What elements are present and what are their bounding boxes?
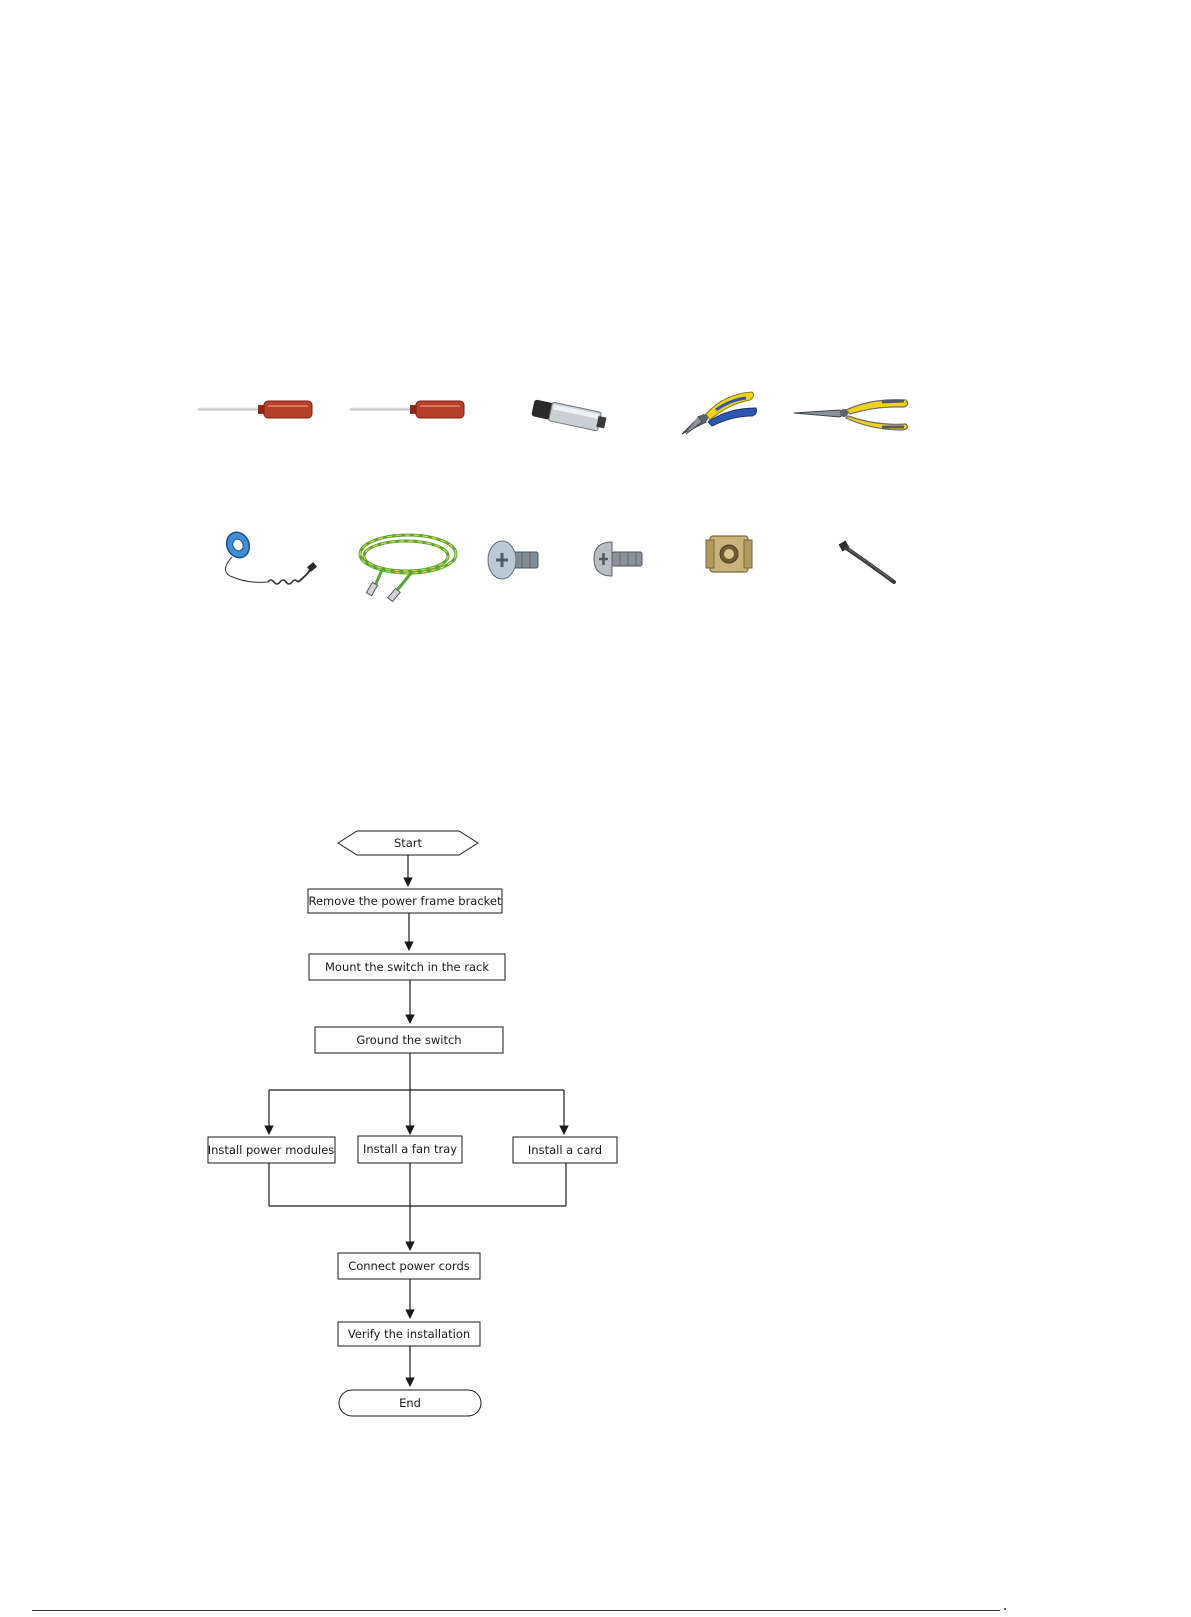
flow-split-connector	[269, 1053, 564, 1134]
flow-step-ground: Ground the switch	[315, 1027, 503, 1053]
flow-start-node: Start	[338, 831, 478, 855]
esd-wrist-strap-icon	[218, 530, 322, 592]
needle-nose-pliers-icon	[792, 396, 912, 432]
flow-step-verify-label: Verify the installation	[348, 1327, 470, 1341]
flow-step-fan-tray-label: Install a fan tray	[363, 1142, 457, 1156]
flow-end-node: End	[339, 1390, 481, 1416]
flow-join-connector	[269, 1163, 566, 1250]
flow-step-card: Install a card	[513, 1137, 617, 1163]
page-footer-rule	[32, 1610, 1000, 1611]
flow-step-card-label: Install a card	[528, 1143, 602, 1157]
flow-step-ground-label: Ground the switch	[356, 1033, 461, 1047]
flow-start-label: Start	[394, 836, 423, 850]
flat-head-screwdriver-icon	[196, 398, 314, 422]
flow-step-remove-bracket-label: Remove the power frame bracket	[308, 894, 502, 908]
countersunk-screw-icon	[484, 538, 542, 582]
pan-head-screw-icon	[590, 538, 646, 580]
flow-step-verify: Verify the installation	[338, 1322, 480, 1346]
marker-pen-icon	[530, 396, 612, 436]
cable-tie-icon	[836, 538, 898, 586]
cage-nut-icon	[704, 530, 754, 578]
flow-end-label: End	[399, 1396, 421, 1410]
flow-step-mount: Mount the switch in the rack	[309, 954, 505, 980]
page-footer-mark	[1004, 1608, 1006, 1610]
phillips-screwdriver-icon	[348, 398, 466, 422]
flow-step-remove-bracket: Remove the power frame bracket	[308, 889, 502, 913]
diagonal-pliers-icon	[676, 386, 760, 438]
flow-step-power-cords-label: Connect power cords	[348, 1259, 470, 1273]
flow-step-power-cords: Connect power cords	[338, 1253, 480, 1279]
flow-step-mount-label: Mount the switch in the rack	[325, 960, 489, 974]
flow-step-power-modules: Install power modules	[208, 1137, 335, 1163]
flow-step-fan-tray: Install a fan tray	[358, 1136, 462, 1163]
grounding-cable-icon	[352, 530, 462, 602]
flow-step-power-modules-label: Install power modules	[208, 1143, 335, 1157]
